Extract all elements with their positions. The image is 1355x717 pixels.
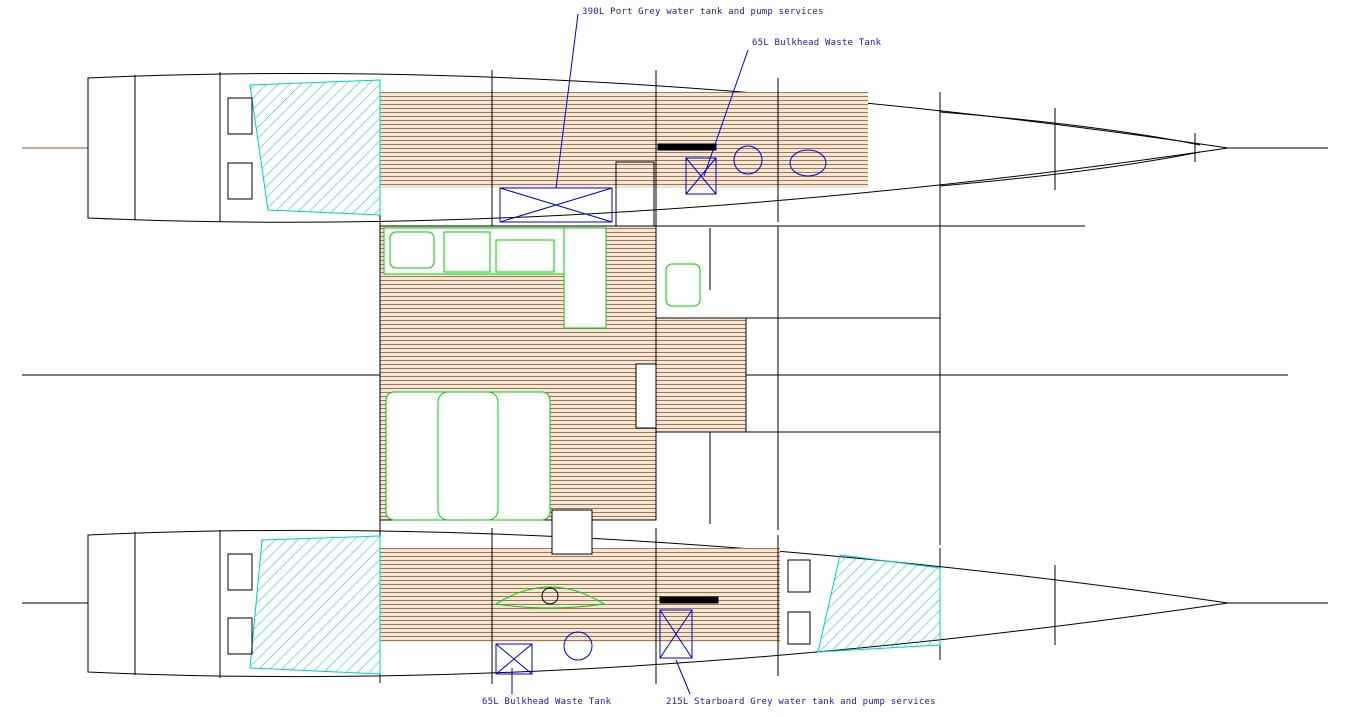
label-stbd-waste-tank: 65L Bulkhead Waste Tank — [482, 697, 612, 707]
label-stbd-grey-tank: 215L Starboard Grey water tank and pump … — [666, 697, 936, 707]
saloon — [379, 205, 1085, 545]
callout-leaders — [511, 13, 749, 695]
starboard-hull — [87, 509, 1229, 684]
port-hull — [87, 70, 1229, 239]
label-port-grey-tank: 390L Port Grey water tank and pump servi… — [582, 7, 824, 17]
label-port-waste-tank: 65L Bulkhead Waste Tank — [752, 38, 882, 48]
